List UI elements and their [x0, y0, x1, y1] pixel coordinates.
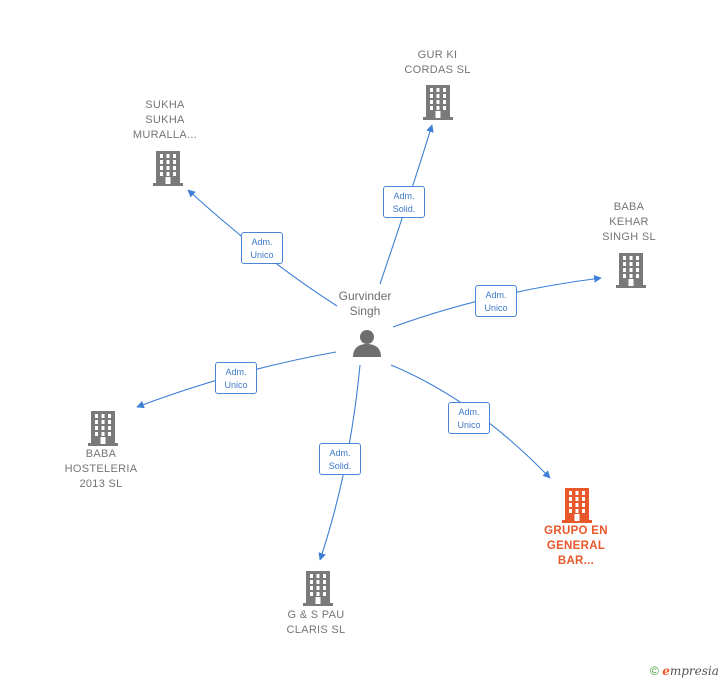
edge-label-baba-kehar[interactable]: Adm. Unico: [475, 285, 517, 317]
footer-brand: © empresia: [650, 664, 719, 678]
building-icon[interactable]: [152, 150, 184, 186]
building-icon[interactable]: [561, 487, 593, 523]
brand-logo: empresia: [662, 664, 719, 678]
center-person-name[interactable]: Gurvinder Singh: [338, 289, 392, 318]
building-icon[interactable]: [615, 252, 647, 288]
edge-label-baba-hosteleria[interactable]: Adm. Unico: [215, 362, 257, 394]
edge-label-gurki[interactable]: Adm. Solid.: [383, 186, 425, 218]
building-icon[interactable]: [422, 84, 454, 120]
building-icon[interactable]: [302, 570, 334, 606]
company-label-baba-hosteleria[interactable]: BABA HOSTELERIA 2013 SL: [64, 448, 138, 490]
company-label-sukha[interactable]: SUKHA SUKHA MURALLA...: [132, 99, 198, 141]
company-label-baba-kehar[interactable]: BABA KEHAR SINGH SL: [602, 201, 656, 243]
company-label-gs-pau[interactable]: G & S PAU CLARIS SL: [286, 609, 346, 636]
copyright-symbol: ©: [650, 664, 659, 678]
building-icon[interactable]: [87, 410, 119, 446]
company-label-gurki[interactable]: GUR KI CORDAS SL: [404, 49, 471, 76]
edge-label-grupo[interactable]: Adm. Unico: [448, 402, 490, 434]
company-label-grupo[interactable]: GRUPO EN GENERAL BAR...: [544, 525, 608, 567]
edge-label-sukha[interactable]: Adm. Unico: [241, 232, 283, 264]
edge-label-gs-pau[interactable]: Adm. Solid.: [319, 443, 361, 475]
person-icon[interactable]: [352, 328, 382, 358]
